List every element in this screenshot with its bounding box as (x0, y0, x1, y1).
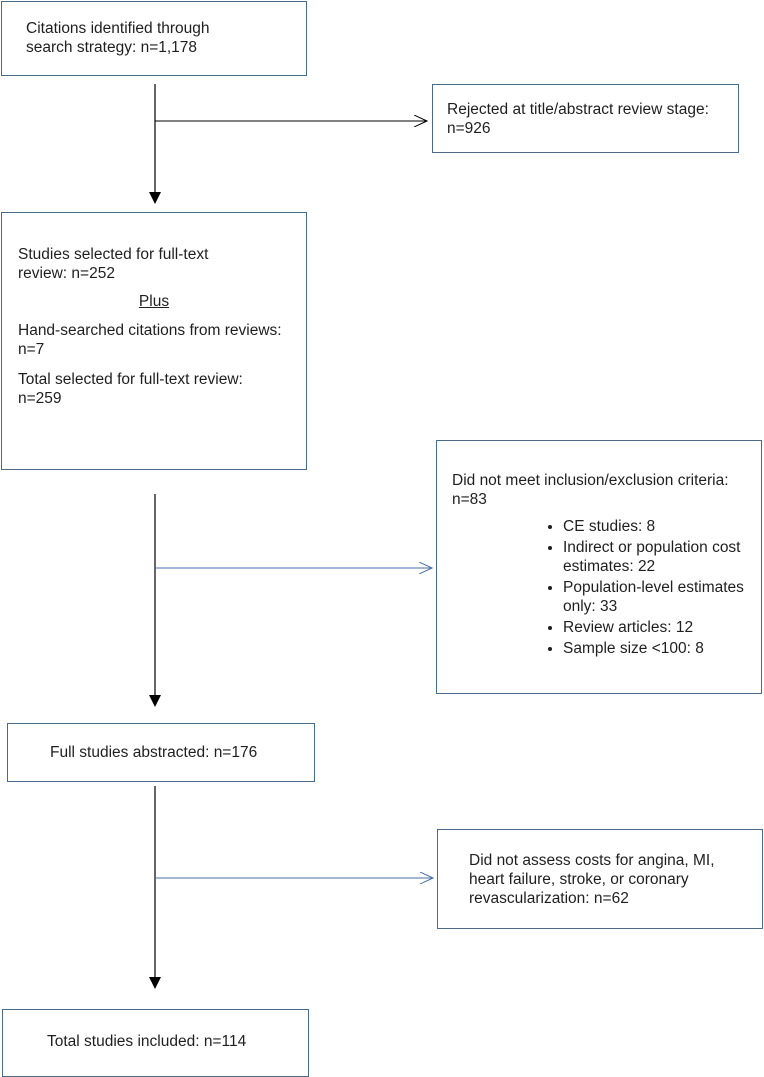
hand-searched-line-1: Hand-searched citations from reviews: (18, 322, 282, 339)
selected-line-1: Studies selected for full-text (18, 246, 209, 263)
exclusion-item: Sample size <100: 8 (563, 639, 761, 658)
rejected-line-1: Rejected at title/abstract review stage: (447, 101, 709, 118)
box-exclusion-criteria: Did not meet inclusion/exclusion criteri… (436, 440, 762, 694)
box-rejected: Rejected at title/abstract review stage:… (432, 84, 739, 153)
identified-line-2: search strategy: n=1,178 (26, 39, 198, 56)
total-selected-line-2: n=259 (18, 390, 62, 407)
selected-line-2: review: n=252 (18, 265, 115, 282)
hand-searched-line-2: n=7 (18, 341, 45, 358)
box-full-studies-abstracted: Full studies abstracted: n=176 (7, 723, 315, 782)
identified-line-1: Citations identified through (26, 20, 210, 37)
box-citations-identified: Citations identified through search stra… (1, 1, 307, 76)
box-no-costs-assessed: Did not assess costs for angina, MI, hea… (437, 829, 763, 929)
no-costs-line-3: revascularization: n=62 (469, 890, 629, 907)
no-costs-line-2: heart failure, stroke, or coronary (469, 871, 689, 888)
exclusion-item: Population-level estimates only: 33 (563, 578, 761, 616)
exclusion-item: CE studies: 8 (563, 517, 761, 536)
no-costs-line-1: Did not assess costs for angina, MI, (469, 852, 715, 869)
rejected-line-2: n=926 (447, 120, 491, 137)
box-full-text-review: Studies selected for full-text review: n… (1, 212, 307, 470)
exclusion-item: Indirect or population cost estimates: 2… (563, 538, 761, 576)
total-selected-line-1: Total selected for full-text review: (18, 371, 243, 388)
exclusion-line-2: n=83 (452, 491, 487, 508)
abstracted-text: Full studies abstracted: n=176 (50, 744, 258, 761)
box-total-included: Total studies included: n=114 (2, 1009, 309, 1077)
exclusion-line-1: Did not meet inclusion/exclusion criteri… (452, 472, 729, 489)
exclusion-list: CE studies: 8 Indirect or population cos… (452, 517, 761, 658)
included-text: Total studies included: n=114 (47, 1033, 247, 1050)
plus-label: Plus (138, 293, 170, 310)
exclusion-item: Review articles: 12 (563, 618, 761, 637)
